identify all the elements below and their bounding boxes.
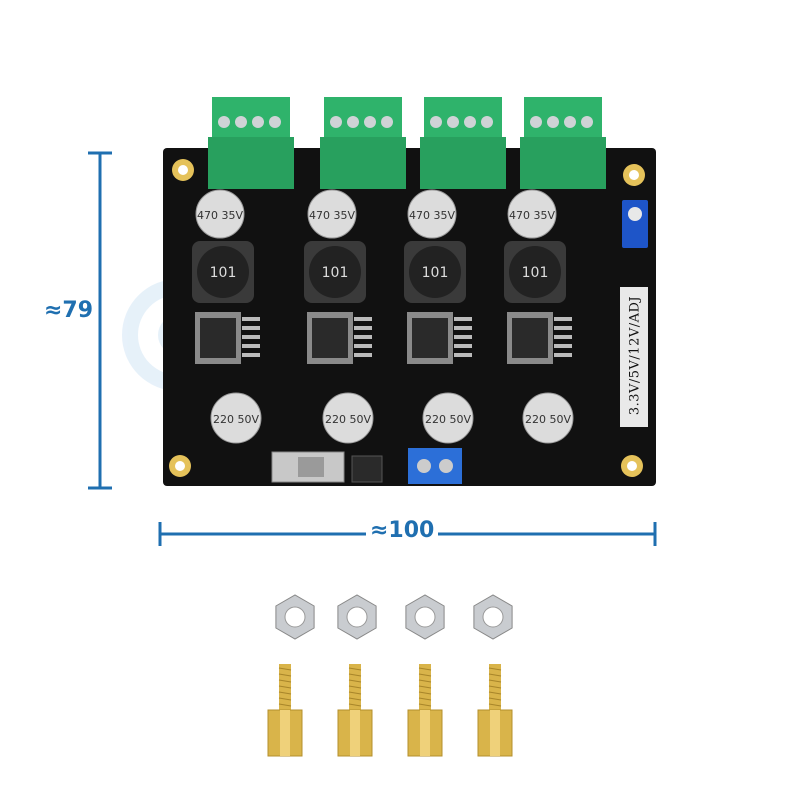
inductor: 101: [304, 241, 366, 303]
top-capacitors: 470 35V 470 35V 470 35V 470 35V: [195, 189, 557, 239]
capacitor-mark: 470 35V: [409, 209, 455, 222]
bottom-capacitor: 220 50V: [422, 392, 474, 444]
capacitor-mark: 470 35V: [197, 209, 243, 222]
top-capacitor: 470 35V: [507, 189, 557, 239]
top-capacitor: 470 35V: [195, 189, 245, 239]
terminal-block: [208, 97, 294, 189]
slide-switch: [271, 451, 345, 483]
regulator-chip: [407, 312, 472, 364]
top-capacitor: 470 35V: [307, 189, 357, 239]
bottom-capacitor: 220 50V: [522, 392, 574, 444]
inductor: 101: [192, 241, 254, 303]
capacitor-mark: 470 35V: [309, 209, 355, 222]
capacitor-mark: 470 35V: [509, 209, 555, 222]
brass-standoff: [407, 664, 443, 757]
terminal-block: [320, 97, 406, 189]
inductors: 101 101 101 101: [192, 241, 566, 303]
height-dimension-label: ≈79: [40, 298, 98, 323]
width-dimension-label: ≈100: [366, 518, 439, 543]
bottom-capacitor: 220 50V: [210, 392, 262, 444]
brass-standoff: [337, 664, 373, 757]
hex-nut: [473, 594, 513, 640]
inductor-mark: 101: [422, 265, 449, 281]
capacitor-mark: 220 50V: [425, 413, 471, 426]
hex-nuts: [275, 594, 513, 640]
input-terminal: [408, 448, 462, 484]
hex-nut: [275, 594, 315, 640]
inductor: 101: [404, 241, 466, 303]
brass-standoffs: [267, 664, 513, 757]
terminal-block: [420, 97, 506, 189]
bottom-capacitor: 220 50V: [322, 392, 374, 444]
inductor-mark: 101: [210, 265, 237, 281]
regulator-chip: [307, 312, 372, 364]
mounting-holes: [169, 159, 645, 477]
terminal-blocks: [208, 97, 606, 189]
regulator-chips: [195, 312, 572, 364]
capacitor-mark: 220 50V: [213, 413, 259, 426]
capacitor-mark: 220 50V: [325, 413, 371, 426]
terminal-block: [520, 97, 606, 189]
diode: [351, 455, 383, 483]
trim-potentiometer: [622, 200, 648, 248]
inductor: 101: [504, 241, 566, 303]
hex-nut: [337, 594, 377, 640]
board-voltage-label: 3.3V/5V/12V/ADJ: [627, 295, 643, 416]
height-dimension: [88, 151, 112, 490]
side-text-box: [620, 287, 648, 427]
capacitor-mark: 220 50V: [525, 413, 571, 426]
bottom-capacitors: 220 50V 220 50V 220 50V 220 50V: [210, 392, 574, 444]
hex-nut: [405, 594, 445, 640]
brass-standoff: [267, 664, 303, 757]
brass-standoff: [477, 664, 513, 757]
inductor-mark: 101: [322, 265, 349, 281]
regulator-chip: [195, 312, 260, 364]
regulator-chip: [507, 312, 572, 364]
top-capacitor: 470 35V: [407, 189, 457, 239]
inductor-mark: 101: [522, 265, 549, 281]
